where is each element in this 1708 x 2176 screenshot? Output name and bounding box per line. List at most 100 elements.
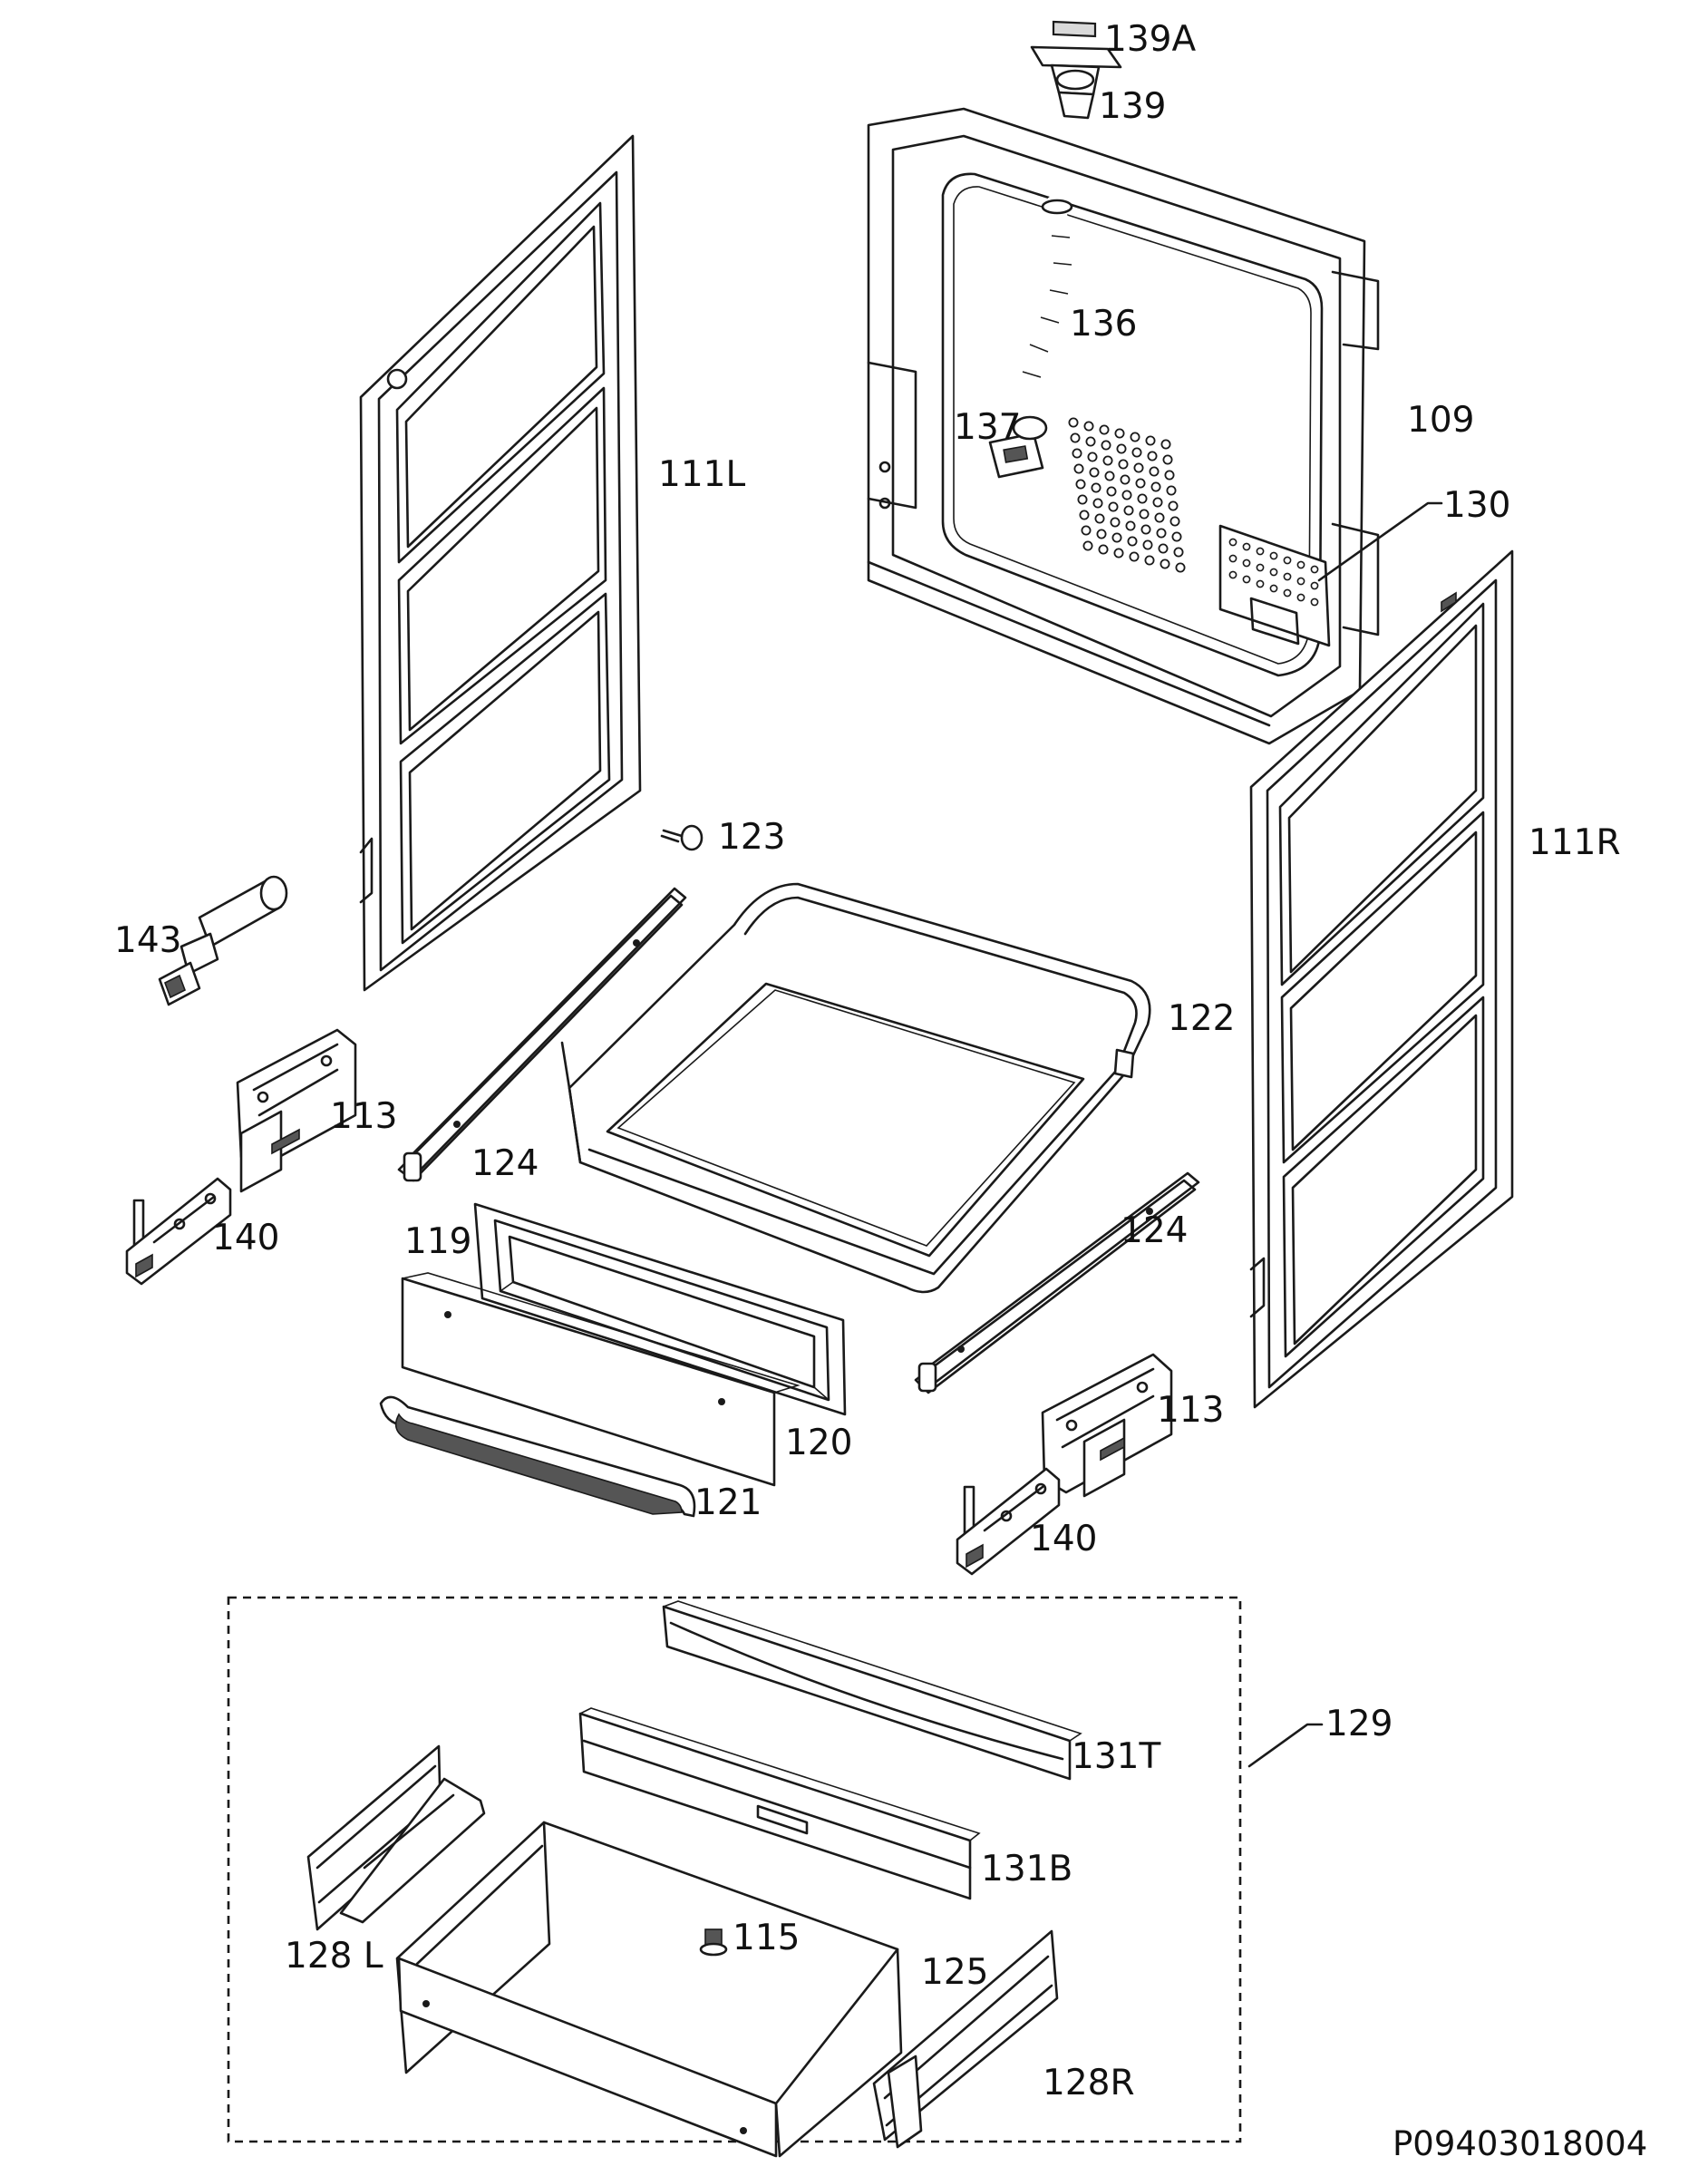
leader-130: [1317, 501, 1443, 582]
vent-hole: [1158, 543, 1169, 554]
vent-hole: [1166, 485, 1177, 496]
part-139-vent-connector: [1030, 45, 1122, 120]
bracket-hole: [1269, 584, 1278, 593]
vent-hole: [1083, 421, 1094, 432]
vent-hole: [1154, 512, 1165, 523]
vent-hole: [1082, 540, 1093, 551]
vent-hole: [1160, 439, 1171, 450]
vent-hole: [1156, 528, 1167, 539]
bracket-hole: [1256, 547, 1265, 556]
bracket-hole: [1228, 554, 1237, 563]
vent-hole: [1118, 459, 1129, 470]
vent-hole: [1150, 481, 1161, 492]
drawing-number: P09403018004: [1393, 2124, 1648, 2163]
bracket-hole: [1283, 588, 1292, 597]
label-128l: 128 L: [285, 1936, 383, 1977]
label-122: 122: [1168, 998, 1236, 1039]
bracket-hole: [1283, 556, 1292, 565]
label-139a: 139A: [1104, 19, 1197, 60]
vent-hole: [1140, 524, 1151, 535]
label-137: 137: [954, 407, 1022, 448]
vent-hole: [1089, 467, 1100, 478]
vent-hole: [1149, 466, 1160, 477]
bracket-hole: [1242, 575, 1251, 584]
bracket-hole: [1256, 563, 1265, 572]
part-122-drawer-tray: [560, 882, 1151, 1294]
label-121: 121: [694, 1482, 762, 1523]
label-113-right: 113: [1157, 1390, 1225, 1431]
vent-hole: [1101, 440, 1111, 451]
part-113-right-hinge-bracket: [1041, 1353, 1173, 1498]
vent-hole: [1169, 516, 1180, 527]
part-130-bracket: [1218, 524, 1331, 647]
part-120-drawer-front-panel: [401, 1272, 801, 1487]
vent-hole: [1120, 474, 1131, 485]
vent-hole: [1162, 454, 1173, 465]
vent-hole: [1144, 555, 1155, 566]
bracket-hole: [1296, 593, 1305, 602]
vent-hole: [1175, 562, 1186, 573]
vent-hole: [1123, 505, 1134, 516]
vent-hole: [1116, 443, 1127, 454]
part-140-left-hinge: [125, 1177, 232, 1286]
label-119: 119: [404, 1221, 472, 1262]
label-113-left: 113: [330, 1096, 398, 1137]
part-137-grommet: [988, 415, 1048, 479]
label-124-left: 124: [471, 1143, 539, 1184]
vent-hole: [1125, 520, 1136, 531]
vent-hole: [1087, 452, 1098, 462]
vent-hole: [1168, 500, 1179, 511]
part-128l-left-plinth-runner: [306, 1744, 486, 1931]
part-124-right-telescopic-rail: [914, 1171, 1200, 1394]
vent-hole: [1147, 451, 1158, 461]
vent-hole: [1130, 432, 1140, 442]
leader-129: [1247, 1723, 1324, 1768]
bracket-hole: [1228, 538, 1237, 547]
vent-hole: [1137, 493, 1148, 504]
part-119-inner-front-frame: [473, 1202, 847, 1416]
bracket-hole: [1242, 559, 1251, 568]
group-129-plinth-assembly-boundary: [227, 1596, 1242, 2143]
bracket-hole: [1269, 551, 1278, 560]
label-129: 129: [1325, 1704, 1393, 1744]
vent-hole: [1098, 544, 1109, 555]
label-109: 109: [1407, 400, 1475, 441]
vent-hole: [1085, 436, 1096, 447]
label-111r: 111R: [1528, 822, 1621, 863]
vent-hole: [1173, 547, 1184, 558]
vent-hole: [1133, 462, 1144, 473]
part-139a-clip: [1052, 20, 1097, 38]
vent-hole: [1135, 478, 1146, 489]
part-123-screw: [660, 824, 704, 851]
vent-hole: [1075, 479, 1086, 490]
part-140-right-hinge: [956, 1467, 1061, 1576]
vent-hole: [1077, 494, 1088, 505]
label-130: 130: [1443, 485, 1511, 526]
vent-hole: [1145, 435, 1156, 446]
label-139: 139: [1099, 86, 1167, 127]
vent-hole: [1139, 509, 1150, 520]
vent-hole: [1073, 463, 1084, 474]
part-143-door-damper: [158, 875, 288, 1006]
bracket-hole: [1256, 579, 1265, 588]
part-111r-right-side-panel: [1249, 549, 1514, 1409]
vent-hole: [1081, 525, 1092, 536]
label-136: 136: [1070, 304, 1138, 345]
part-131b-bottom-plinth-bar: [578, 1707, 981, 1900]
vent-hole: [1113, 548, 1124, 559]
label-140-right: 140: [1030, 1519, 1098, 1559]
part-131t-top-plinth-bar: [662, 1600, 1082, 1781]
label-140-left: 140: [212, 1218, 280, 1258]
vent-hole: [1131, 447, 1142, 458]
vent-hole: [1070, 432, 1081, 443]
part-136-hose: [1007, 195, 1073, 418]
bracket-hole: [1296, 577, 1305, 586]
vent-hole: [1171, 531, 1182, 542]
label-125: 125: [921, 1952, 989, 1993]
label-124-right: 124: [1121, 1210, 1189, 1251]
bracket-hole: [1228, 570, 1237, 579]
part-124-left-telescopic-rail: [397, 887, 687, 1182]
vent-hole: [1142, 539, 1153, 550]
label-120: 120: [785, 1423, 853, 1463]
vent-hole: [1091, 482, 1101, 493]
